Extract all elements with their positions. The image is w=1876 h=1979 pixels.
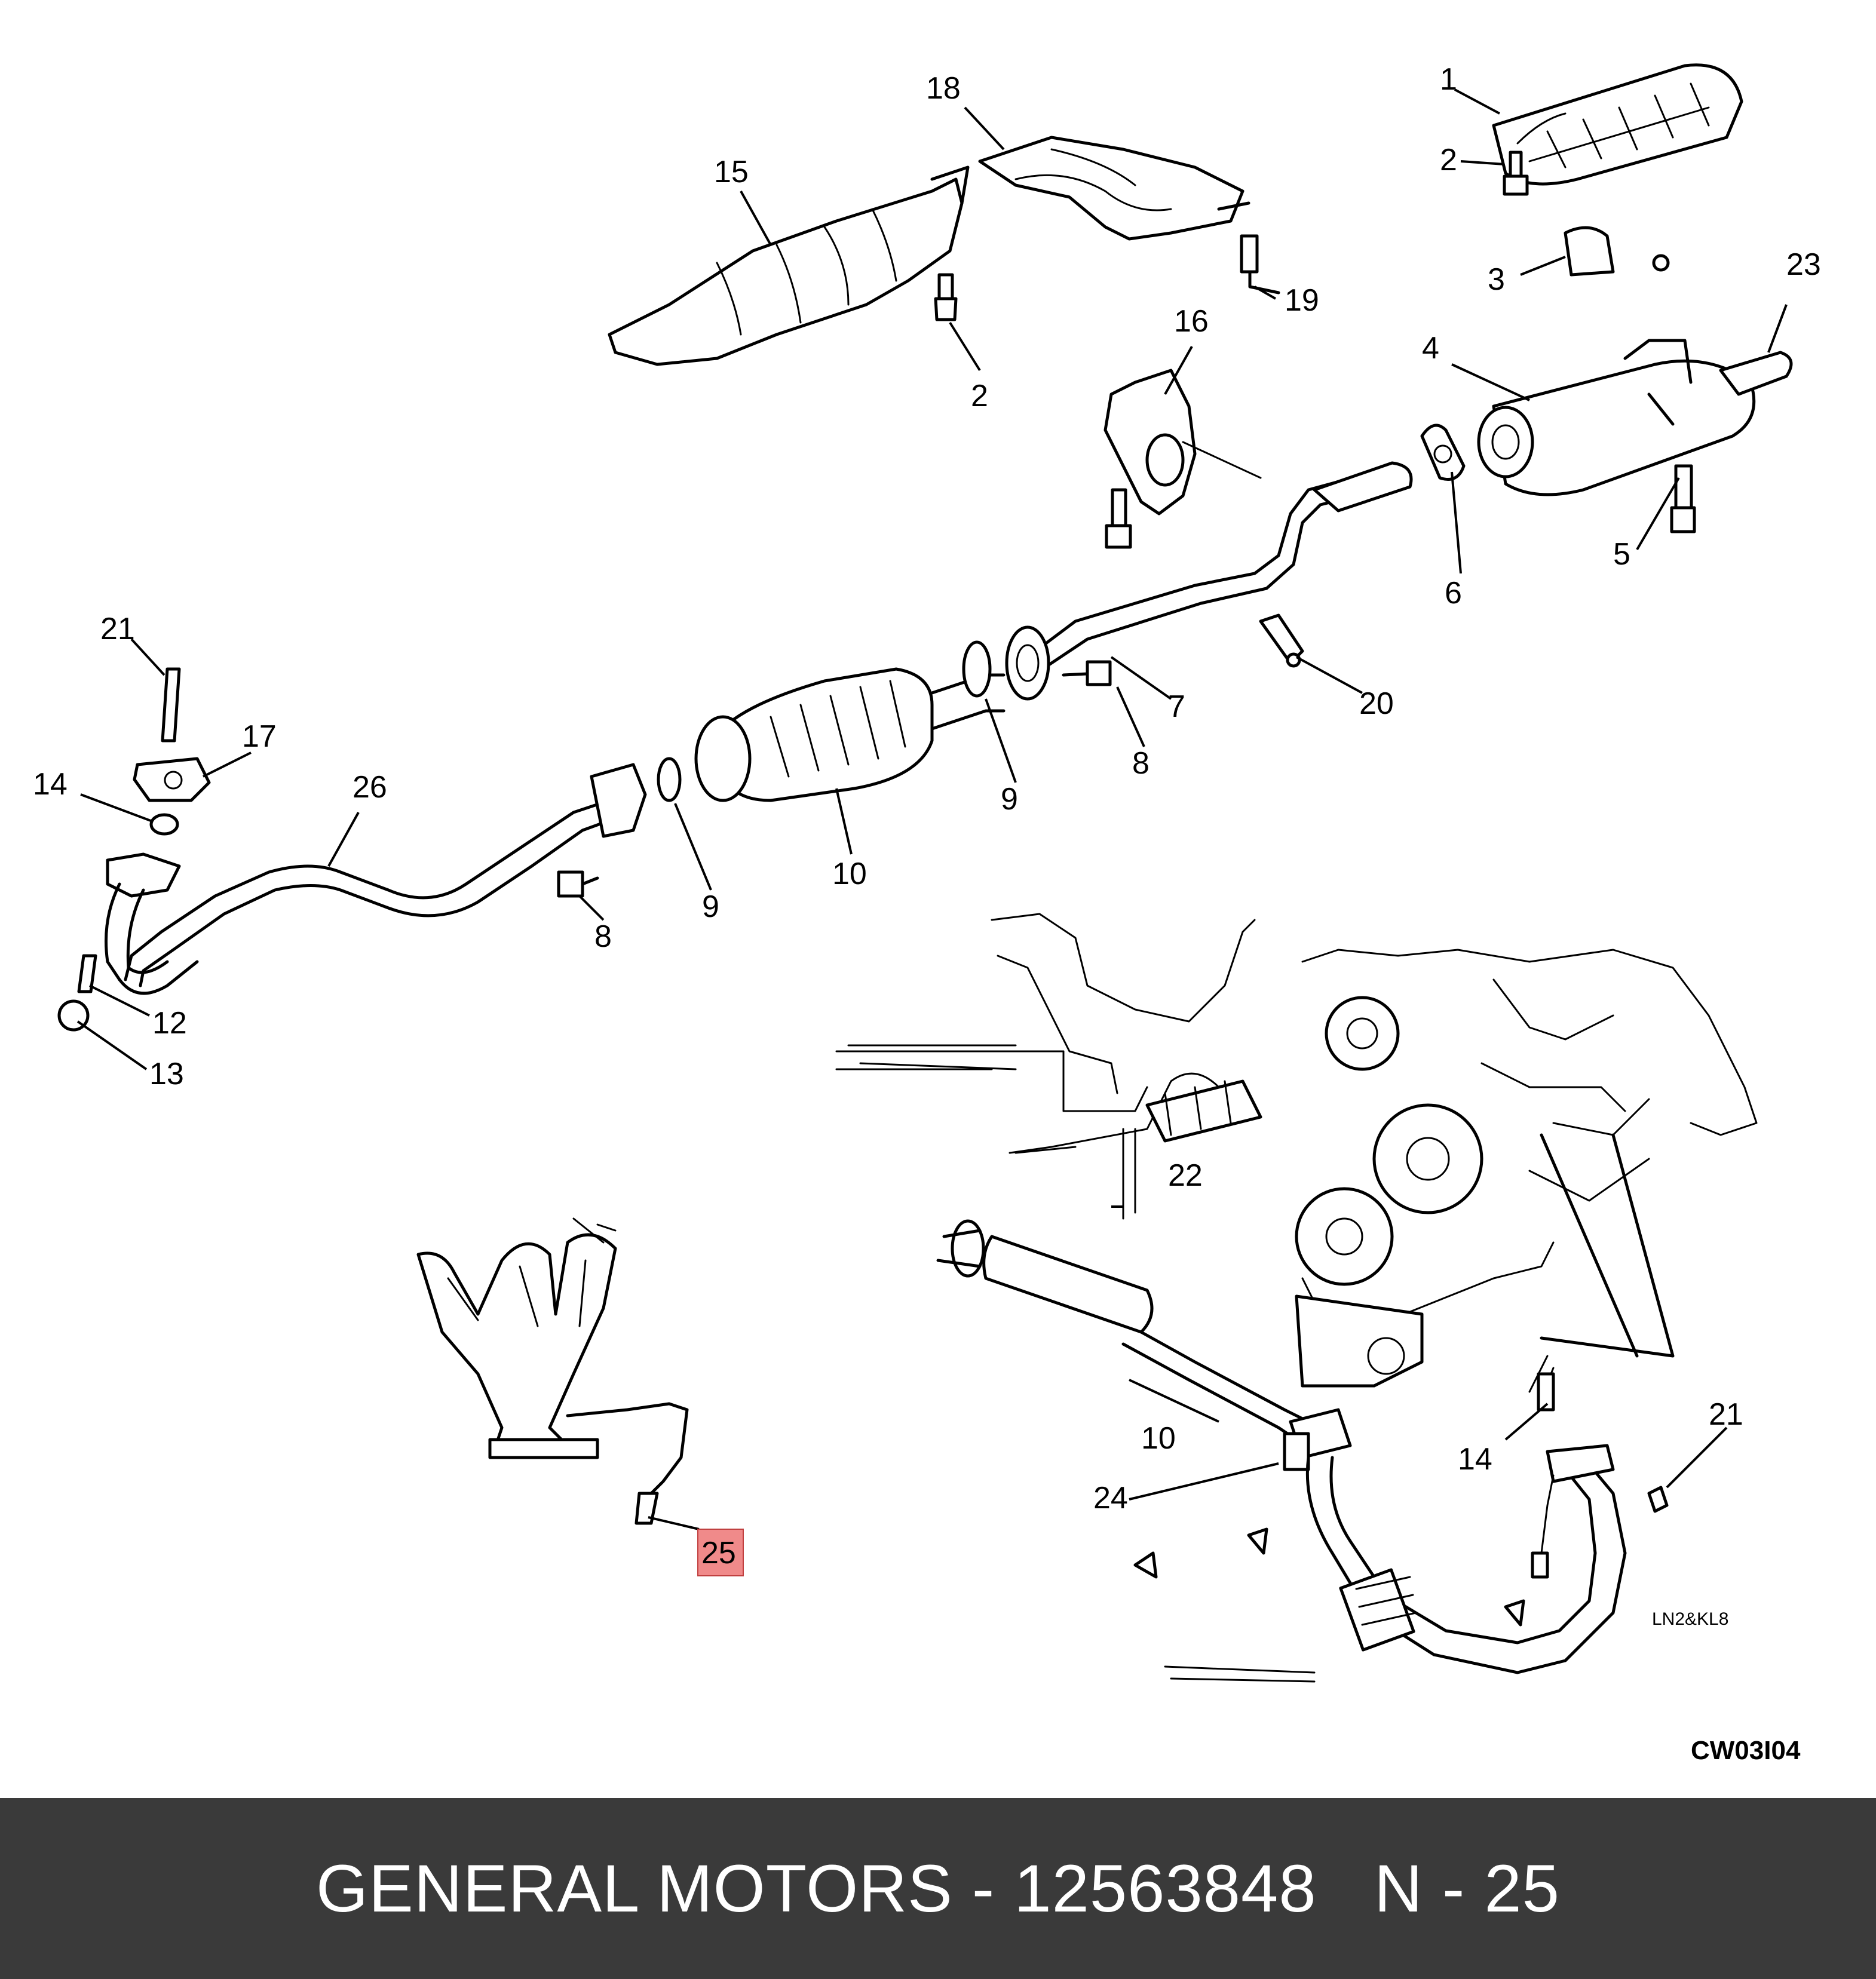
callout-20: 20 (1359, 686, 1394, 721)
muffler-part-4 (1477, 339, 1793, 533)
heat-shield-part-1 (1492, 63, 1743, 186)
footer-bar: GENERAL MOTORS - 12563848 N - 25 (0, 1798, 1876, 1979)
flange-gasket-part-6 (1420, 424, 1466, 481)
flange-joint-part-7 (1005, 625, 1050, 701)
callout-7: 7 (1168, 689, 1185, 724)
callout-24: 24 (1093, 1481, 1128, 1515)
callout-8-lower: 8 (594, 919, 612, 954)
callout-1: 1 (1440, 62, 1457, 97)
bracket-part-3 (1564, 226, 1670, 277)
heat-shield-part-18 (978, 136, 1250, 241)
callout-labels: 1 2 3 23 4 5 6 18 15 2 19 16 20 7 8 9 10… (33, 62, 1821, 1765)
callout-5: 5 (1613, 537, 1630, 572)
callout-21-lower: 21 (1709, 1397, 1743, 1432)
bolt-part-8-lower (557, 870, 599, 898)
callout-18: 18 (926, 71, 961, 106)
callout-2-lower: 2 (971, 379, 988, 413)
callout-9-upper: 9 (1001, 782, 1018, 817)
callout-26: 26 (352, 770, 387, 805)
callout-21-upper: 21 (100, 612, 135, 646)
stud-part-21-upper (161, 667, 181, 742)
callout-10-lower: 10 (1141, 1421, 1176, 1456)
callout-23: 23 (1786, 247, 1821, 282)
bolt-part-2-upper (1503, 151, 1529, 196)
callout-6: 6 (1445, 576, 1462, 610)
hanger-bracket-part-16 (1103, 369, 1262, 549)
catalytic-heat-shield-part-15 (608, 165, 970, 366)
variant-label: LN2&KL8 (1652, 1609, 1728, 1629)
callout-15: 15 (714, 155, 749, 189)
gasket-part-9-lower (657, 757, 682, 802)
callout-10-upper: 10 (832, 857, 867, 891)
callout-17: 17 (242, 719, 277, 754)
gasket-part-17 (133, 757, 211, 802)
callout-19: 19 (1285, 283, 1319, 318)
bolt-part-19 (1240, 234, 1280, 294)
callout-9-lower: 9 (702, 889, 719, 924)
callout-3: 3 (1488, 262, 1505, 297)
gasket-part-9-upper (962, 640, 992, 698)
sensor-part-20 (1259, 613, 1304, 668)
stud-part-12 (77, 954, 97, 993)
callout-2-upper: 2 (1440, 143, 1457, 177)
callout-14-upper: 14 (33, 767, 68, 802)
diagram-code: CW03I04 (1691, 1736, 1801, 1765)
callout-4: 4 (1422, 331, 1439, 366)
catalytic-converter-part-10 (694, 667, 1006, 802)
intermediate-pipe-part-7 (1026, 461, 1413, 677)
bolt-part-2-lower (934, 273, 958, 321)
exhaust-system-diagram: 1 2 3 23 4 5 6 18 15 2 19 16 20 7 8 9 10… (33, 62, 1821, 1765)
exhaust-manifold-with-sensor (416, 1217, 689, 1525)
bolt-part-8-upper (1062, 660, 1112, 686)
callout-14-lower: 14 (1458, 1442, 1492, 1477)
callout-13: 13 (149, 1057, 184, 1091)
callout-8-upper: 8 (1132, 746, 1149, 781)
front-pipe-part-26 (105, 763, 647, 995)
nut-part-14-upper (149, 813, 179, 836)
callout-25-highlight (697, 1529, 744, 1576)
callout-16: 16 (1174, 304, 1209, 339)
footer-title: GENERAL MOTORS - 12563848 N - 25 (316, 1851, 1560, 1926)
callout-25: 25 (701, 1536, 736, 1570)
engine-assembly-illustration (835, 913, 1758, 1683)
callout-22: 22 (1168, 1158, 1203, 1193)
callout-12: 12 (152, 1006, 187, 1041)
leader-lines (76, 88, 1788, 1530)
